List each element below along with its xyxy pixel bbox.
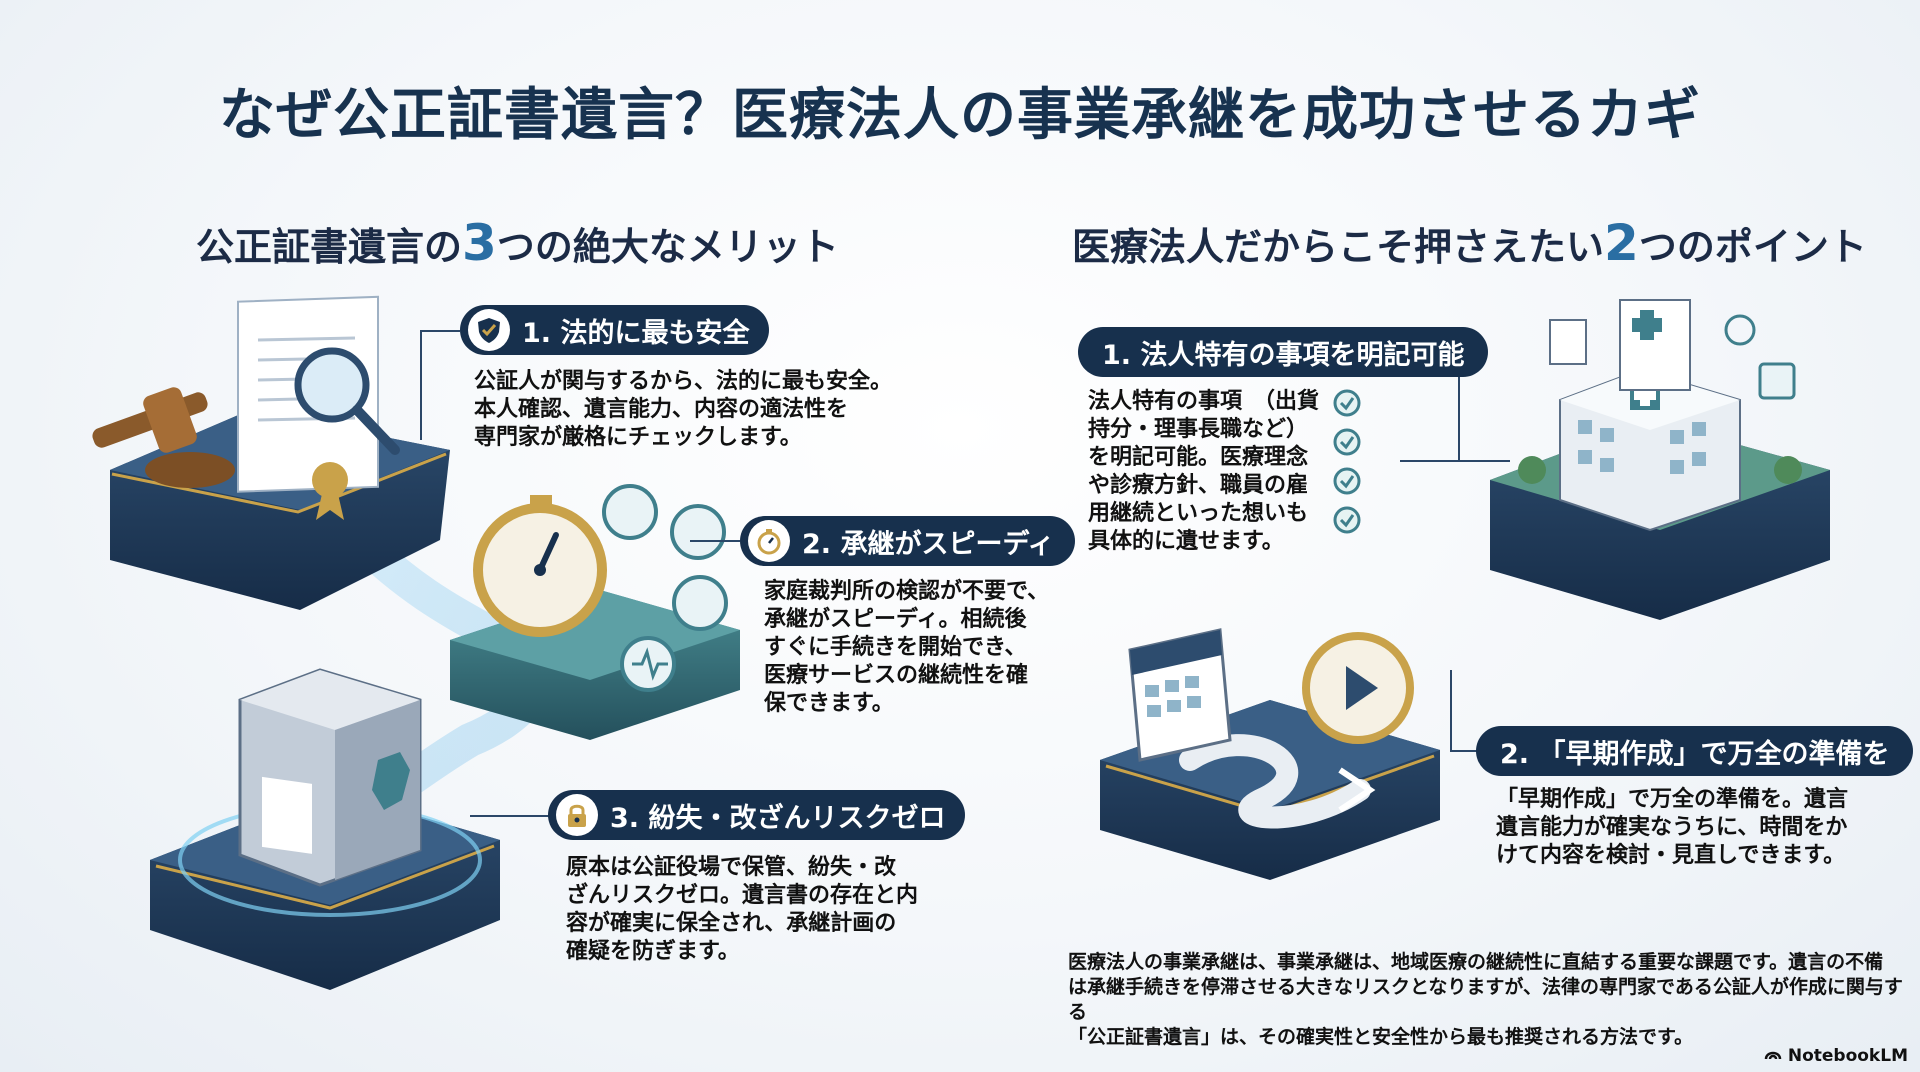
right-heading-prefix: 医療法人だからこそ押さえたい [1072, 225, 1605, 269]
point-2-label: 2. 「早期作成」で万全の準備を [1500, 738, 1890, 770]
hospital-illustration [1490, 299, 1830, 620]
connector-line [690, 540, 740, 542]
left-heading-prefix: 公正証書遺言の [196, 225, 463, 269]
stopwatch-illustration [450, 484, 740, 740]
check-list [1332, 388, 1362, 542]
safe-illustration [150, 668, 500, 990]
merit-2-badge: 2. 承継がスピーディ [740, 516, 1075, 566]
point-2-text: 「早期作成」で万全の準備を。遺言 遺言能力が確実なうちに、時間をか けて内容を検… [1496, 787, 1849, 868]
notebooklm-branding: NotebookLM [1764, 1046, 1908, 1066]
right-heading-suffix: つのポイント [1638, 225, 1867, 269]
merit-1-badge: 1. 法的に最も安全 [460, 305, 770, 355]
point-1-text: 法人特有の事項 （出貨 持分・理事長職など） を明記可能。医療理念 や診療方針、… [1088, 389, 1320, 554]
connector-line [470, 815, 550, 817]
page-title: なぜ公正証書遺言？医療法人の事業承継を成功させるカギ [219, 83, 1701, 148]
summary-paragraph: 医療法人の事業承継は、事業承継は、地域医療の継続性に直結する重要な課題です。遺言… [1068, 951, 1903, 1048]
right-section-heading: 医療法人だからこそ押さえたい2つのポイント [1072, 214, 1867, 272]
padlock-icon [556, 794, 598, 836]
point-1-badge: 1. 法人特有の事項を明記可能 [1078, 327, 1489, 377]
merit-1-text: 公証人が関与するから、法的に最も安全。 本人確認、遺言能力、内容の適法性を 専門… [474, 369, 893, 450]
check-icons [1333, 389, 1361, 534]
merit-3-label: 3. 紛失・改ざんリスクゼロ [610, 802, 946, 834]
left-section-heading: 公正証書遺言の3つの絶大なメリット [196, 214, 839, 272]
connector-line [420, 330, 460, 332]
stopwatch-icon [748, 520, 790, 562]
connector-line [1450, 670, 1452, 750]
left-heading-suffix: つの絶大なメリット [496, 225, 839, 269]
merit-1-label: 1. 法的に最も安全 [522, 317, 750, 349]
connector-line [1400, 460, 1510, 462]
calendar-clock-illustration [1100, 628, 1440, 880]
connector-line [420, 330, 422, 440]
connector-line [1458, 352, 1460, 460]
merit-2-label: 2. 承継がスピーディ [802, 528, 1055, 560]
connector-line [1450, 750, 1480, 752]
legal-document-illustration [92, 295, 450, 610]
point-1-label: 1. 法人特有の事項を明記可能 [1102, 339, 1465, 371]
right-heading-number: 2 [1604, 214, 1639, 272]
notebooklm-logo-icon [1764, 1046, 1782, 1066]
shield-check-icon [468, 309, 510, 351]
branding-label: NotebookLM [1787, 1046, 1908, 1066]
merit-3-text: 原本は公証役場で保管、紛失・改 ざんリスクゼロ。遺言書の存在と内 容が確実に保全… [566, 855, 919, 964]
point-2-badge: 2. 「早期作成」で万全の準備を [1476, 726, 1914, 776]
left-heading-number: 3 [462, 214, 497, 272]
merit-2-text: 家庭裁判所の検認が不要で、 承継がスピーディ。相続後 すぐに手続きを開始でき、 … [764, 579, 1050, 716]
merit-3-badge: 3. 紛失・改ざんリスクゼロ [548, 790, 966, 840]
